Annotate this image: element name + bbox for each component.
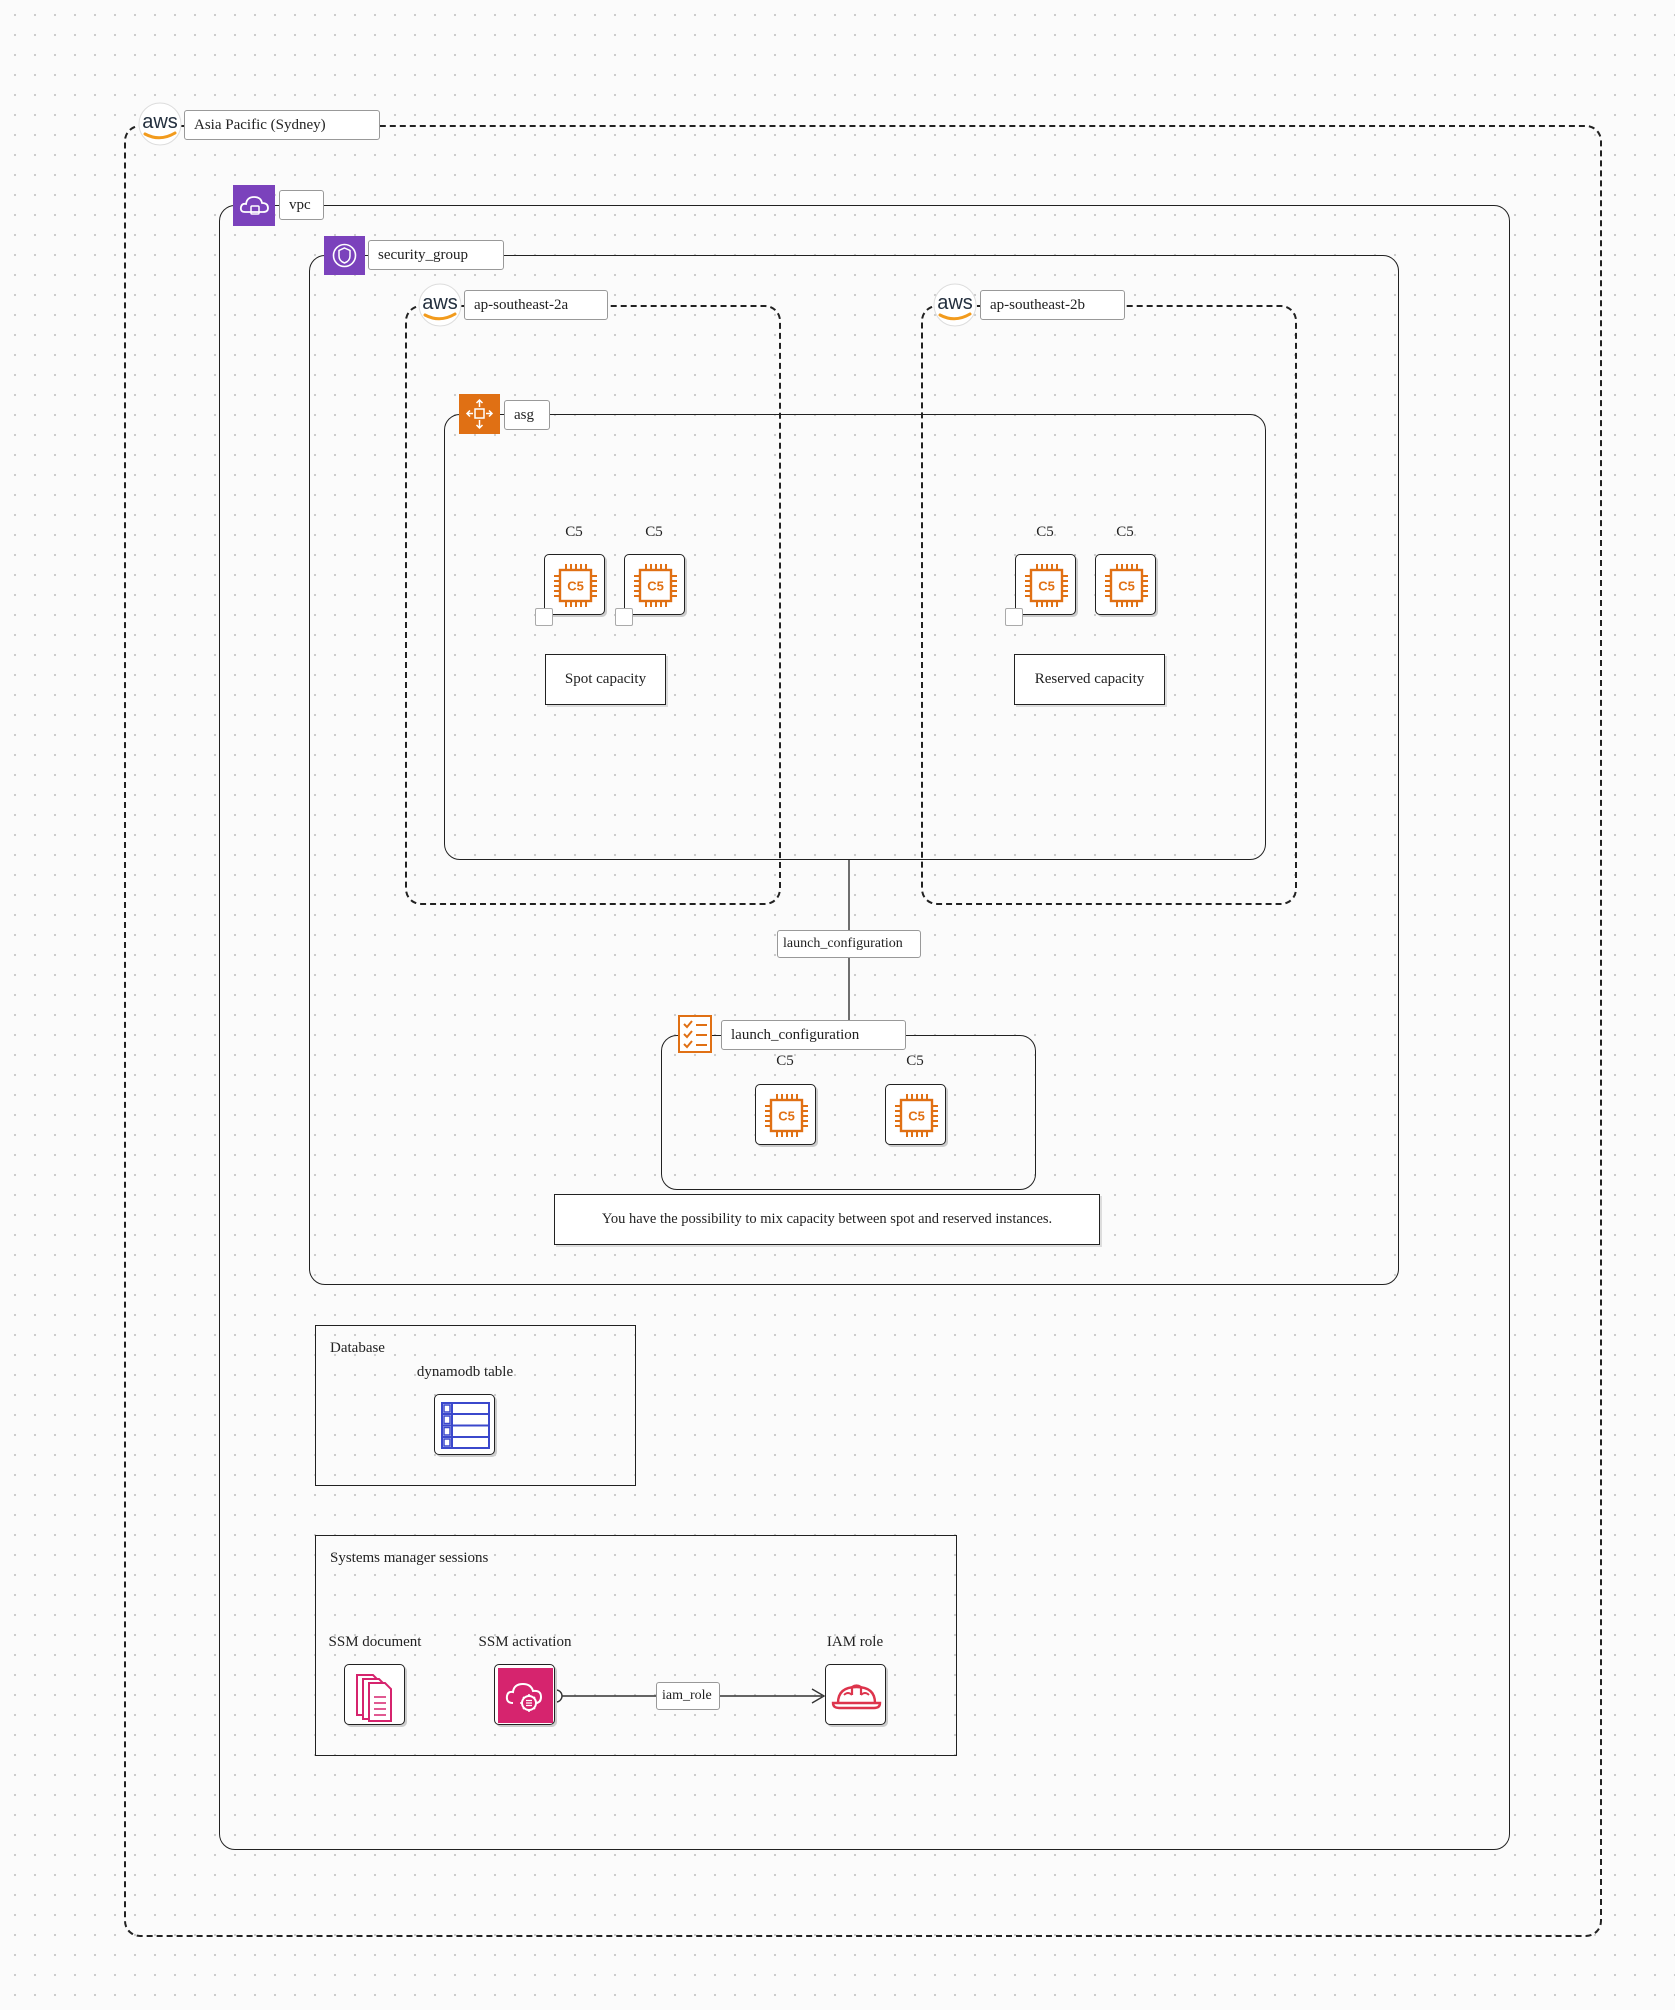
aws-logo-icon: aws <box>415 283 465 327</box>
launch-configuration-container <box>661 1035 1036 1190</box>
ec2-instance-chip-icon: C5 <box>1105 564 1148 607</box>
auto-scaling-icon <box>459 394 500 434</box>
ssm-title: Systems manager sessions <box>330 1550 489 1566</box>
documents-icon <box>356 1674 392 1722</box>
region-container <box>124 125 1602 1937</box>
ec2-instance-a1[interactable]: C5 <box>544 554 605 615</box>
instance-a1-link-badge[interactable] <box>535 608 553 626</box>
aws-logo-icon: aws <box>135 102 185 146</box>
ec2-instance-b1[interactable]: C5 <box>1015 554 1076 615</box>
security-group-icon <box>324 236 365 275</box>
edge-iam-role-label: iam_role <box>656 1682 720 1710</box>
capacity-note: You have the possibility to mix capacity… <box>554 1194 1100 1245</box>
instance-lc1-label: C5 <box>776 1053 794 1069</box>
reserved-capacity-box: Reserved capacity <box>1014 654 1165 705</box>
asg-label: asg <box>504 400 550 430</box>
ec2-instance-chip-icon: C5 <box>1025 564 1068 607</box>
svg-text:C5: C5 <box>778 1109 795 1124</box>
instance-lc2-label: C5 <box>906 1053 924 1069</box>
az-b-label: ap-southeast-2b <box>980 290 1125 320</box>
svg-text:aws: aws <box>937 292 973 314</box>
dynamodb-table-icon <box>441 1402 490 1449</box>
ec2-instance-chip-icon: C5 <box>634 564 677 607</box>
edge-launch-configuration-label: launch_configuration <box>777 930 921 958</box>
iam-role-label: IAM role <box>826 1634 884 1650</box>
instance-b1-link-badge[interactable] <box>1005 608 1023 626</box>
ec2-instance-chip-icon: C5 <box>765 1094 808 1137</box>
database-title: Database <box>330 1340 385 1356</box>
instance-a2-label: C5 <box>645 524 663 540</box>
ssm-document[interactable] <box>344 1664 405 1725</box>
ec2-instance-lc1[interactable]: C5 <box>755 1084 816 1145</box>
security-group-container <box>309 255 1399 1285</box>
ssm-document-label: SSM document <box>328 1634 422 1650</box>
security-group-label: security_group <box>368 240 504 270</box>
svg-text:C5: C5 <box>647 579 664 594</box>
vpc-container <box>219 205 1510 1850</box>
dynamodb-table-label: dynamodb table <box>416 1364 514 1380</box>
systems-manager-icon <box>498 1668 553 1723</box>
spot-capacity-box: Spot capacity <box>545 654 666 705</box>
edge-arrow-head <box>811 1688 826 1704</box>
instance-b2-label: C5 <box>1116 524 1134 540</box>
instance-b1-label: C5 <box>1036 524 1054 540</box>
svg-text:C5: C5 <box>908 1109 925 1124</box>
database-group <box>315 1325 636 1486</box>
ec2-instance-a2[interactable]: C5 <box>624 554 685 615</box>
az-a-label: ap-southeast-2a <box>464 290 608 320</box>
asg-container <box>444 414 1266 860</box>
checklist-icon <box>677 1015 715 1053</box>
svg-text:C5: C5 <box>1118 579 1135 594</box>
vpc-cloud-icon <box>233 185 275 226</box>
iam-hardhat-icon <box>831 1684 882 1710</box>
ssm-activation[interactable] <box>494 1664 555 1725</box>
instance-a2-link-badge[interactable] <box>615 608 633 626</box>
iam-role[interactable] <box>825 1664 886 1725</box>
ssm-group <box>315 1535 957 1756</box>
ec2-instance-chip-icon: C5 <box>554 564 597 607</box>
ec2-instance-chip-icon: C5 <box>895 1094 938 1137</box>
svg-text:C5: C5 <box>1038 579 1055 594</box>
ec2-instance-b2[interactable]: C5 <box>1095 554 1156 615</box>
ssm-activation-label: SSM activation <box>478 1634 572 1650</box>
aws-logo-icon: aws <box>930 283 980 327</box>
ec2-instance-lc2[interactable]: C5 <box>885 1084 946 1145</box>
svg-text:aws: aws <box>422 292 458 314</box>
dynamodb-table[interactable] <box>434 1394 495 1455</box>
region-label: Asia Pacific (Sydney) <box>184 110 380 140</box>
launch-configuration-label: launch_configuration <box>721 1020 906 1050</box>
svg-text:aws: aws <box>142 111 178 133</box>
svg-text:C5: C5 <box>567 579 584 594</box>
instance-a1-label: C5 <box>565 524 583 540</box>
vpc-label: vpc <box>279 190 324 220</box>
